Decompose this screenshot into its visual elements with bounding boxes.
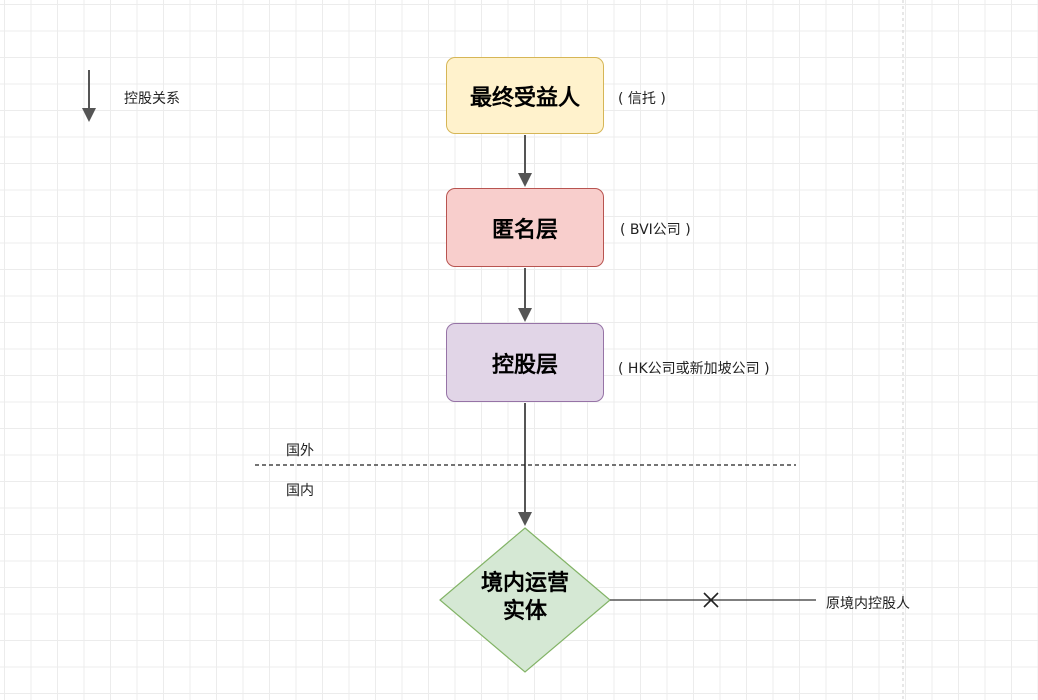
node-ultimate-beneficiary[interactable]: 最终受益人 <box>446 57 604 134</box>
node-ultimate-beneficiary-label: 最终受益人 <box>469 85 580 111</box>
foreign-label: 国外 <box>286 443 314 459</box>
domestic-entity-diamond[interactable] <box>439 527 611 673</box>
node-holding-layer-note: ( HK公司或新加坡公司 ) <box>618 361 770 377</box>
arrow-beneficiary-to-anonymous <box>518 135 532 187</box>
legend-arrow-icon <box>82 70 96 122</box>
domestic-entity-label-line2: 实体 <box>502 599 547 624</box>
legend-label: 控股关系 <box>124 91 180 107</box>
original-holder-label: 原境内控股人 <box>826 596 910 612</box>
node-holding-layer[interactable]: 控股层 <box>446 323 604 402</box>
node-ultimate-beneficiary-note: ( 信托 ) <box>618 91 666 107</box>
arrow-anonymous-to-holding <box>518 268 532 322</box>
node-anonymous-layer[interactable]: 匿名层 <box>446 188 604 267</box>
cross-icon <box>703 592 719 608</box>
node-holding-layer-label: 控股层 <box>491 352 558 378</box>
domestic-entity-label-line1: 境内运营 <box>480 571 569 596</box>
node-anonymous-layer-note: ( BVI公司 ) <box>620 222 691 238</box>
domestic-entity-label: 境内运营 实体 <box>455 570 595 626</box>
domestic-label: 国内 <box>286 483 314 499</box>
arrow-holding-to-entity <box>518 403 532 526</box>
node-anonymous-layer-label: 匿名层 <box>491 217 558 243</box>
